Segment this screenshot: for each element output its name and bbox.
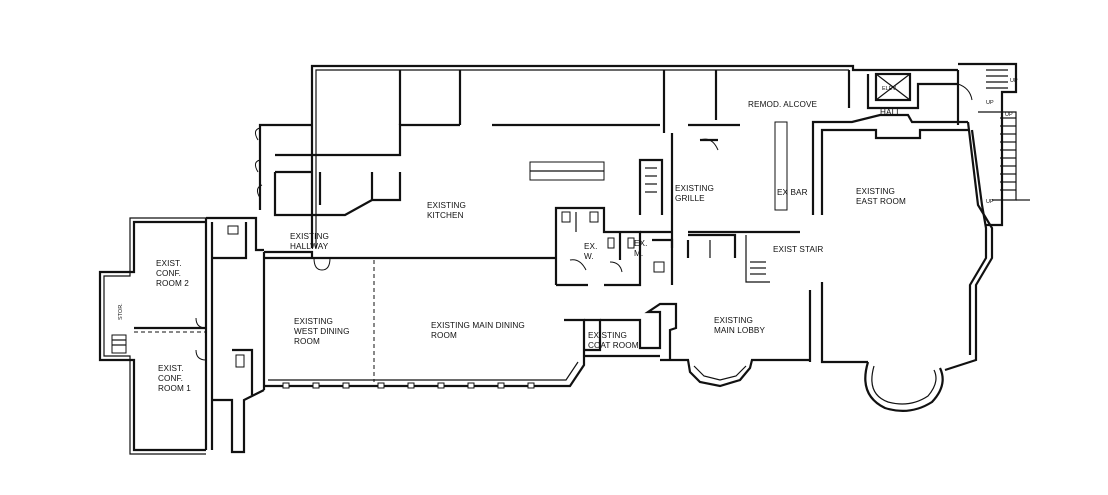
label-existing-grille-2: GRILLE [675,194,705,203]
label-existing-east-room-1: EXISTING [856,187,895,196]
label-existing-main-dining-room-1: EXISTING MAIN DINING [431,321,525,330]
label-existing-main-lobby-2: MAIN LOBBY [714,326,765,335]
label-ex-m-1: EX. [634,239,648,248]
label-hall: HALL [880,108,901,117]
walls [98,62,1030,455]
label-stair-up-1: UP [1010,78,1018,84]
room-labels: REMOD. ALCOVE ELEV HALL EXISTING KITCHEN… [118,78,1018,393]
label-existing-grille-1: EXISTING [675,184,714,193]
label-existing-coat-room-1: EXISTING [588,331,627,340]
label-stor: STOR. [118,303,124,320]
label-ex-w-2: W. [584,252,594,261]
label-existing-kitchen-1: EXISTING [427,201,466,210]
label-existing-kitchen-2: KITCHEN [427,211,464,220]
label-exist-stair: EXIST STAIR [773,245,823,254]
label-stair-up-2: UP [1005,112,1013,118]
label-remod-alcove: REMOD. ALCOVE [748,100,818,109]
label-exist-conf-room-1-3: ROOM 1 [158,384,191,393]
label-ex-w-1: EX. [584,242,598,251]
label-stair-up-4: UP [986,199,994,205]
label-ex-bar: EX BAR [777,188,808,197]
label-existing-east-room-2: EAST ROOM [856,197,906,206]
label-stair-up-3: UP [986,100,994,106]
label-exist-conf-room-2-2: CONF. [156,269,181,278]
label-existing-hallway-2: HALLWAY [290,242,329,251]
label-exist-conf-room-2-3: ROOM 2 [156,279,189,288]
label-existing-hallway-1: EXISTING [290,232,329,241]
label-ex-m-2: M. [634,249,643,258]
label-existing-main-dining-room-2: ROOM [431,331,457,340]
label-existing-coat-room-2: COAT ROOM [588,341,639,350]
label-exist-conf-room-1-1: EXIST. [158,364,184,373]
label-existing-west-dining-room-3: ROOM [294,337,320,346]
label-existing-main-lobby-1: EXISTING [714,316,753,325]
label-elev: ELEV [882,86,896,92]
label-exist-conf-room-2-1: EXIST. [156,259,182,268]
label-existing-west-dining-room-2: WEST DINING [294,327,350,336]
label-existing-west-dining-room-1: EXISTING [294,317,333,326]
label-exist-conf-room-1-2: CONF. [158,374,183,383]
